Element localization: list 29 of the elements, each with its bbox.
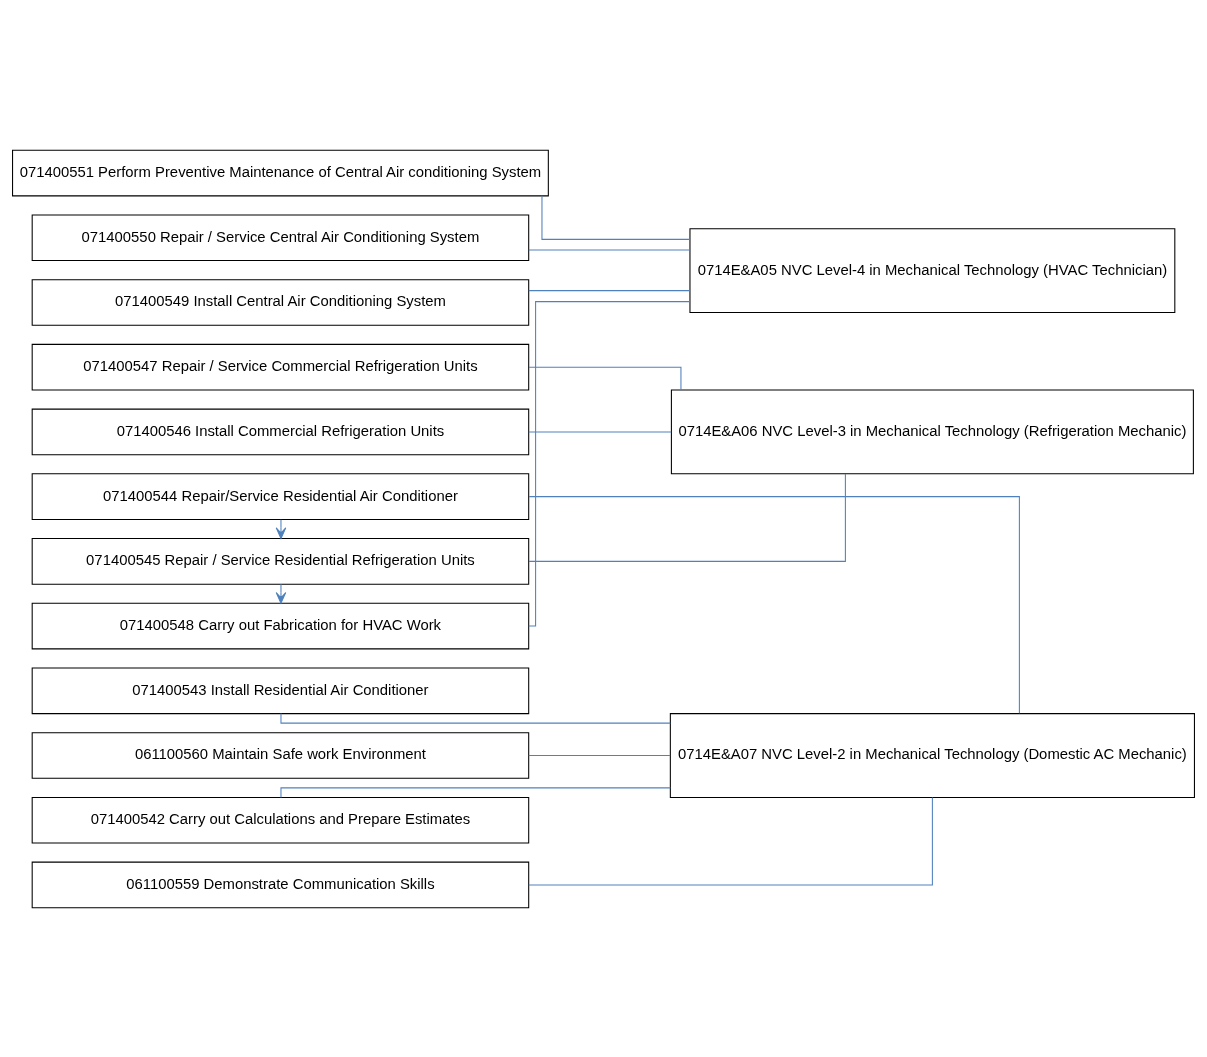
node-box: 061100559 Demonstrate Communication Skills — [31, 861, 530, 908]
connector — [528, 754, 671, 756]
node-box: 071400544 Repair/Service Residential Air Conditioner — [31, 472, 530, 520]
connector — [528, 430, 672, 432]
node-box: 071400545 Repair / Service Residential Refrigeration Units — [31, 537, 530, 585]
connector — [528, 300, 691, 627]
node-box: 071400542 Carry out Calculations and Prepare Estimates — [31, 796, 530, 844]
connector — [528, 248, 691, 250]
arrow — [275, 518, 287, 539]
connector — [541, 194, 691, 240]
connector — [528, 472, 846, 562]
node-box: 071400548 Carry out Fabrication for HVAC Work — [31, 602, 530, 649]
node-box: 071400547 Repair / Service Commercial Refrigeration Units — [31, 343, 530, 391]
node-box: 071400551 Perform Preventive Maintenance of Central Air conditioning System — [12, 149, 549, 196]
node-box: 0714E&A07 NVC Level-2 in Mechanical Technology (Domestic AC Mechanic) — [669, 712, 1195, 798]
connector — [528, 796, 933, 885]
node-box: 0714E&A06 NVC Level-3 in Mechanical Technology (Refrigeration Mechanic) — [670, 389, 1194, 474]
node-box: 061100560 Maintain Safe work Environment — [31, 731, 530, 779]
node-box: 0714E&A05 NVC Level-4 in Mechanical Technology (HVAC Technician) — [689, 227, 1176, 313]
node-box: 071400549 Install Central Air Conditioning System — [31, 278, 530, 326]
connector — [528, 289, 691, 291]
connector — [528, 366, 682, 390]
connector — [528, 495, 1020, 714]
node-box: 071400550 Repair / Service Central Air Conditioning System — [31, 213, 530, 261]
node-box: 071400546 Install Commercial Refrigeration Units — [31, 408, 530, 455]
arrow — [275, 583, 287, 604]
connector — [280, 712, 671, 724]
node-box: 071400543 Install Residential Air Conditioner — [31, 666, 530, 714]
connector — [280, 786, 671, 798]
